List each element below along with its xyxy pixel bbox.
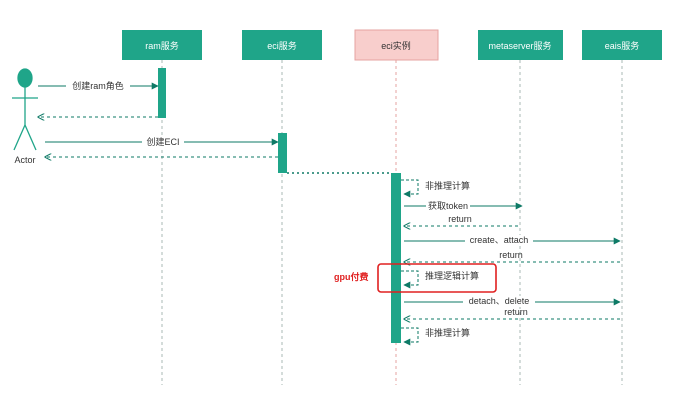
eci-service-activation-bar bbox=[278, 133, 287, 173]
message-label: return bbox=[499, 250, 523, 260]
actor-label: Actor bbox=[14, 155, 35, 165]
participant-label: eci服务 bbox=[267, 40, 297, 51]
message-label: 获取token bbox=[428, 201, 468, 211]
participant-label: ram服务 bbox=[145, 40, 179, 51]
message-label: return bbox=[448, 214, 472, 224]
participant-ram: ram服务 bbox=[122, 30, 202, 60]
self-message-arrow bbox=[401, 270, 419, 289]
ram-activation-bar bbox=[158, 68, 166, 118]
message-label: 推理逻辑计算 bbox=[425, 270, 479, 281]
annotation-label: gpu付费 bbox=[334, 271, 369, 282]
participant-label: eais服务 bbox=[605, 40, 640, 51]
message-label: 创建ECI bbox=[146, 136, 179, 147]
participant-eais: eais服务 bbox=[582, 30, 662, 60]
participant-metaserver: metaserver服务 bbox=[478, 30, 563, 60]
message-label: create、attach bbox=[470, 235, 529, 245]
self-message-arrow bbox=[401, 327, 419, 346]
participant-label: eci实例 bbox=[381, 40, 411, 51]
stick-figure-icon bbox=[12, 68, 38, 151]
self-message-arrow bbox=[401, 179, 419, 198]
message-label: return bbox=[504, 307, 528, 317]
message-label: 创建ram角色 bbox=[72, 80, 124, 91]
message-label: 非推理计算 bbox=[425, 180, 470, 191]
message-label: 非推理计算 bbox=[425, 327, 470, 338]
gpu-billing-highlight bbox=[377, 263, 497, 293]
participant-eci-instance: eci实例 bbox=[354, 29, 439, 61]
eci-instance-activation-bar bbox=[391, 173, 401, 343]
participant-eci-service: eci服务 bbox=[242, 30, 322, 60]
participant-label: metaserver服务 bbox=[488, 40, 551, 51]
message-label: detach、delete bbox=[469, 296, 530, 306]
